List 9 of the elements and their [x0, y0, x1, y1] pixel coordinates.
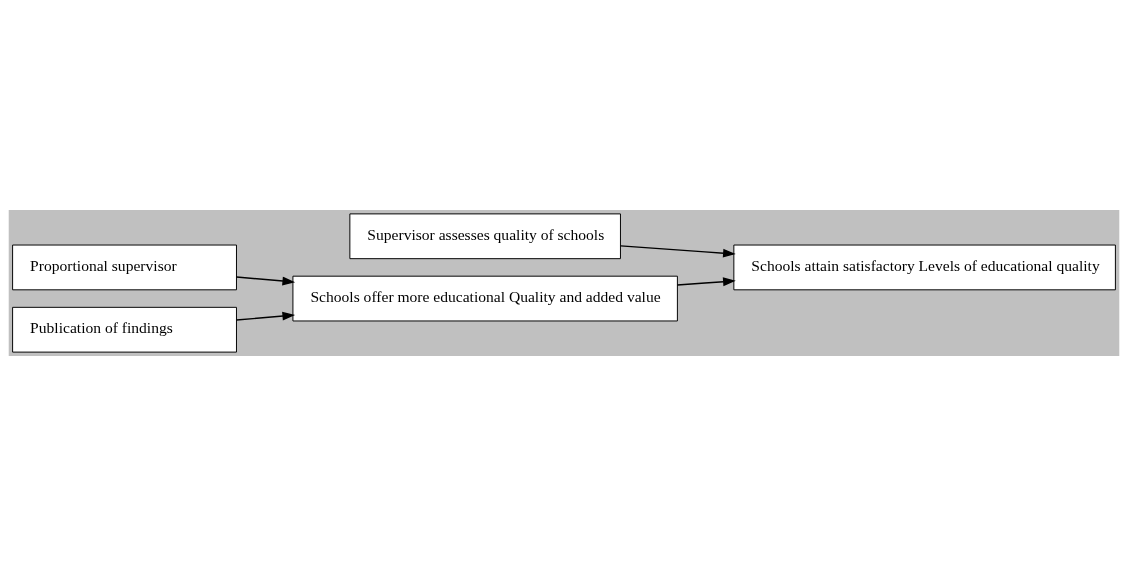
arrow	[235, 311, 296, 321]
arrow	[676, 276, 736, 286]
arrow	[235, 275, 296, 285]
node-box: Schools offer more educational Quality and added value	[292, 275, 678, 321]
node-box: Supervisor assesses quality of schools	[349, 212, 621, 259]
node-box: Publication of findings	[12, 306, 237, 353]
node-box: Schools attain satisfactory Levels of educational quality	[733, 244, 1116, 290]
node-box: Proportional supervisor	[12, 244, 237, 290]
arrow	[619, 244, 736, 258]
